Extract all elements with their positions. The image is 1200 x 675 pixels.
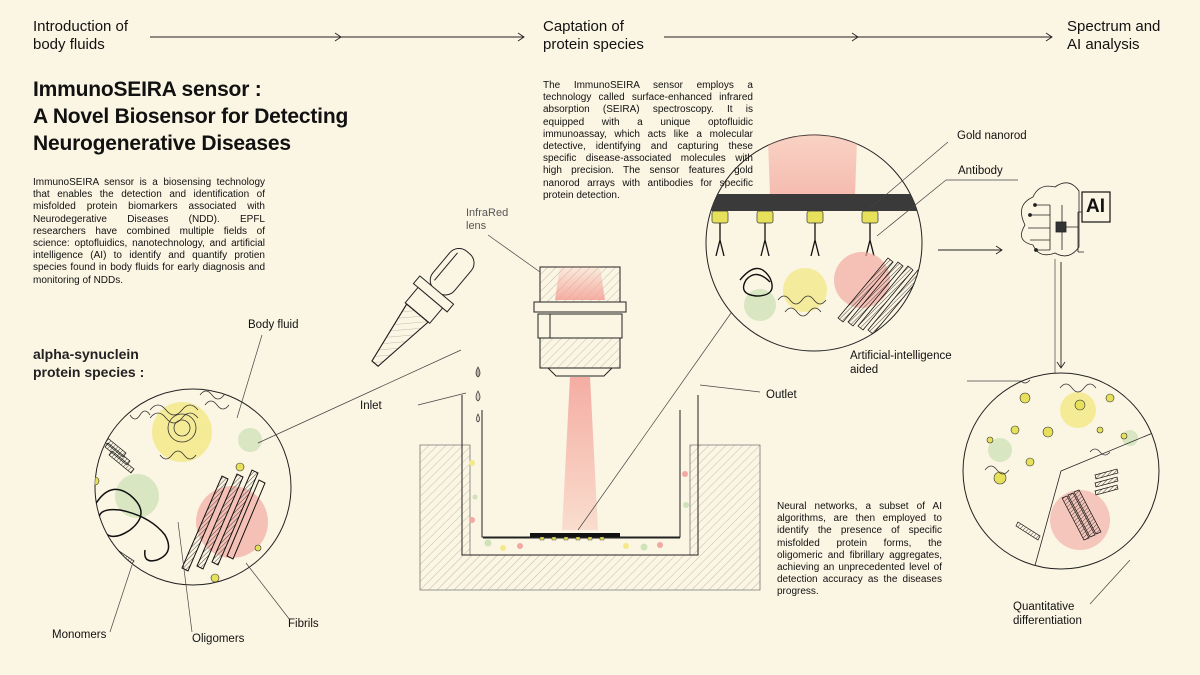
label-monomers: Monomers [52, 629, 107, 641]
label-infrared-lens: InfraRed lens [466, 207, 509, 232]
label-oligomers: Oligomers [192, 633, 245, 645]
zoom-line [577, 305, 737, 531]
differentiation-circle [962, 372, 1160, 570]
label-ai-aided: Artificial-intelligence aided [850, 350, 952, 376]
left-leader-lines [109, 334, 462, 633]
label-inlet: Inlet [360, 400, 382, 412]
neural-paragraph: Neural networks, a subset of AI algorith… [777, 501, 942, 598]
droplets [475, 366, 481, 423]
arrow-to-ai [938, 245, 1003, 255]
label-quantitative: Quantitative differentiation [1013, 601, 1082, 627]
step-introduction: Introduction of body fluids [33, 18, 129, 53]
sensor-paragraph: The ImmunoSEIRA sensor employs a technol… [543, 80, 753, 201]
label-gold-nanorod: Gold nanorod [957, 130, 1027, 142]
infrared-lens [533, 266, 627, 377]
ai-badge: AI [1086, 196, 1105, 217]
species-subtitle: alpha-synuclein protein species : [33, 346, 145, 380]
sensor-closeup-circle [705, 134, 923, 352]
beam-top [555, 266, 605, 300]
ai-brain-icon [1021, 182, 1111, 257]
pipette [371, 247, 475, 367]
step-captation: Captation of protein species [543, 18, 644, 53]
intro-paragraph: ImmunoSEIRA sensor is a biosensing techn… [33, 177, 265, 286]
step-spectrum: Spectrum and AI analysis [1067, 18, 1161, 53]
title-line-3: Neurogenerative Diseases [33, 132, 291, 155]
title-line-1: ImmunoSEIRA sensor : [33, 78, 262, 101]
title-line-2: A Novel Biosensor for Detecting [33, 105, 349, 128]
protein-species-circle [94, 388, 292, 586]
lens-leader-line [487, 234, 541, 273]
arrow-down [1056, 262, 1066, 369]
label-fibrils: Fibrils [288, 618, 319, 630]
page-title: ImmunoSEIRA sensor : A Novel Biosensor f… [33, 76, 348, 157]
label-outlet: Outlet [766, 389, 797, 401]
beam-down [562, 377, 598, 530]
label-antibody: Antibody [958, 165, 1003, 177]
sample-well [417, 384, 761, 591]
quant-leader-line [1089, 559, 1131, 605]
label-body-fluid: Body fluid [248, 319, 299, 331]
process-arrows [150, 32, 1053, 42]
